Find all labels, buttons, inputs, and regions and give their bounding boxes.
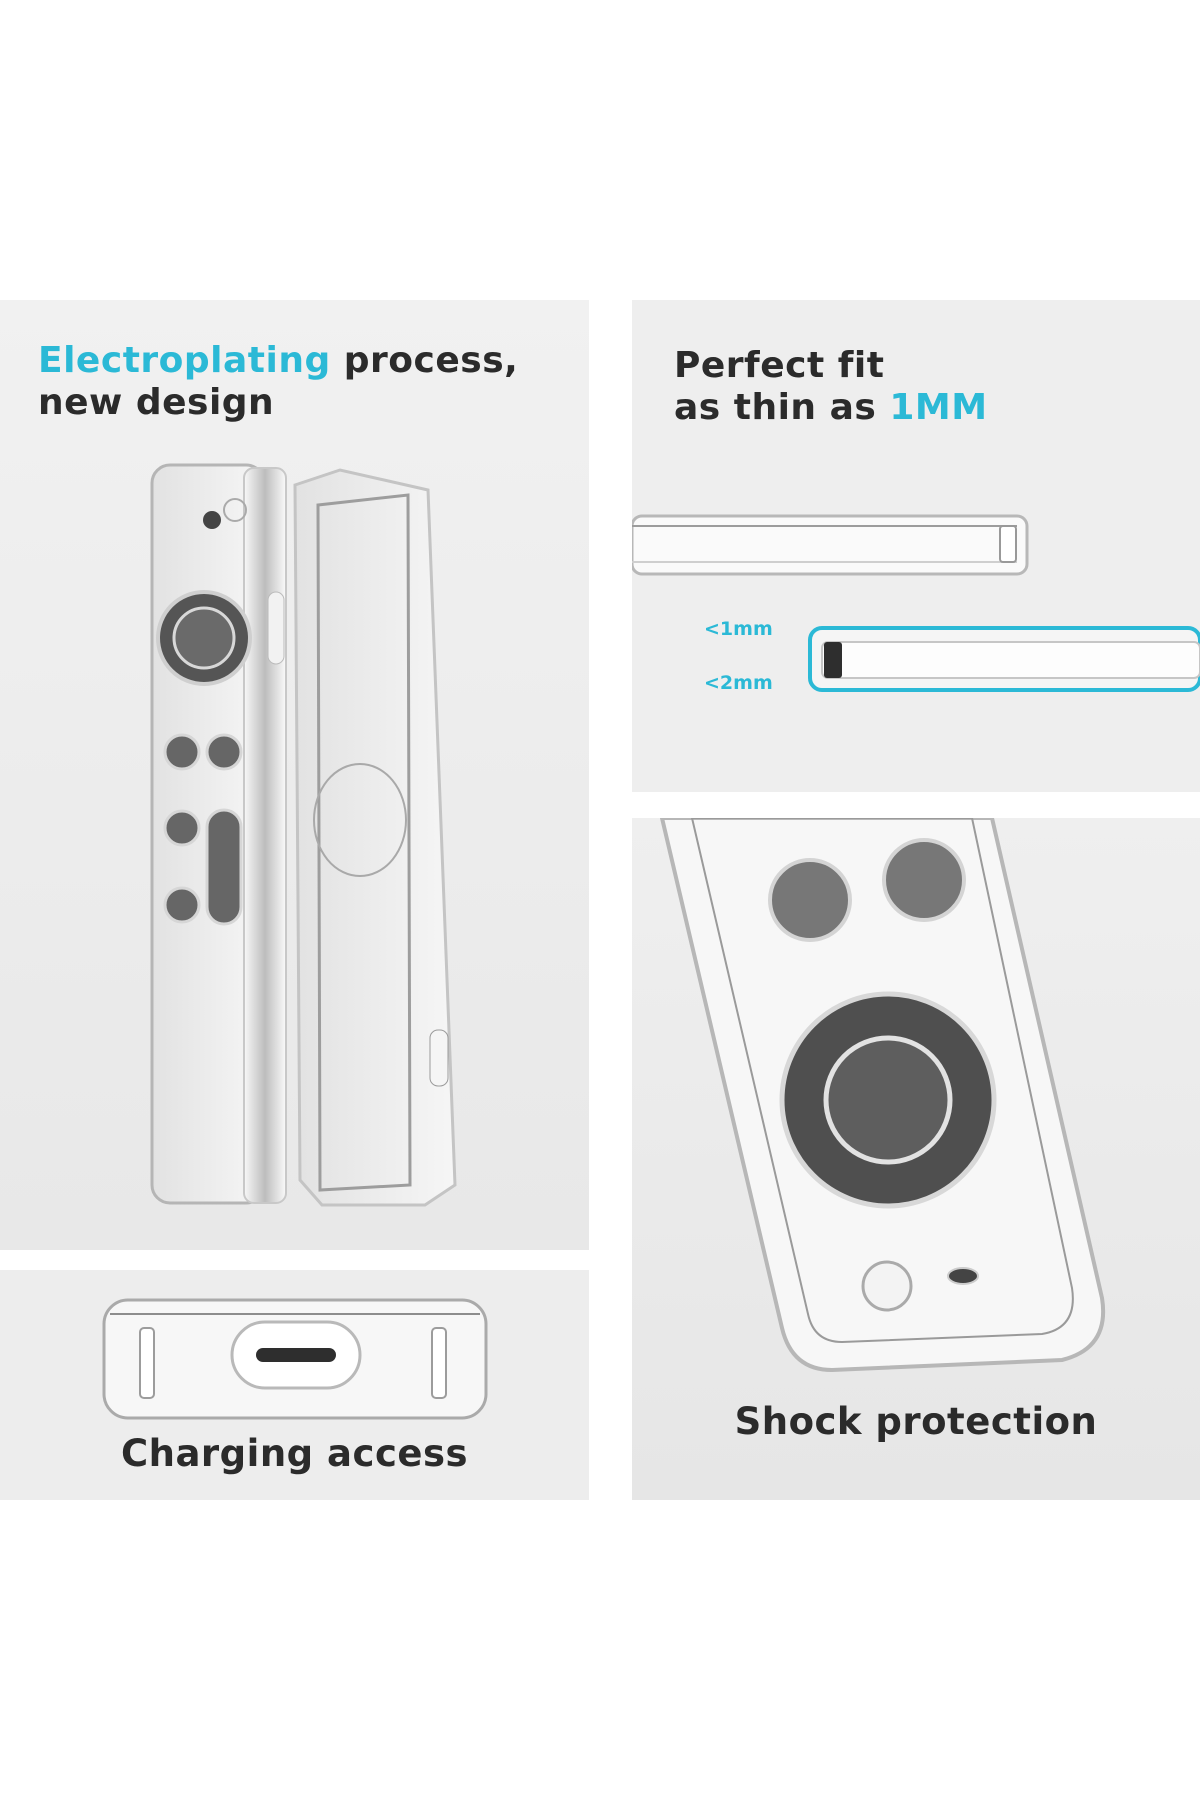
perfect-fit-accent: 1MM (889, 387, 988, 428)
charging-port-illustration (102, 1298, 488, 1420)
electroplating-panel: Electroplating process, new design (0, 300, 589, 1250)
side-button-cutout (267, 591, 285, 665)
remote-cases-illustration (150, 463, 457, 1207)
clickpad-center (823, 1035, 953, 1165)
play-pause-icon (163, 809, 201, 847)
volume-rocker-icon (205, 808, 243, 926)
tv-button-icon (205, 733, 243, 771)
label-under-1mm: <1mm (704, 618, 773, 640)
back-button-icon (882, 838, 966, 922)
shock-caption: Shock protection (734, 1400, 1098, 1443)
case-edge-bottom (808, 626, 1200, 692)
thickness-illustration (632, 514, 1200, 692)
tv-button-icon (768, 858, 852, 942)
mute-icon (163, 886, 201, 924)
electroplating-title-rest: process, (330, 340, 519, 381)
perfect-fit-headline: Perfect fit as thin as 1MM (674, 345, 988, 429)
charging-panel: Charging access (0, 1270, 589, 1500)
clickpad-center (172, 606, 236, 670)
perfect-fit-panel: Perfect fit as thin as 1MM <1mm <2mm (632, 300, 1200, 792)
electroplating-accent-text: Electroplating (38, 340, 331, 381)
back-circle-logo (313, 763, 407, 877)
power-icon (861, 1260, 913, 1312)
microphone-dot (947, 1267, 979, 1285)
remote-closeup (659, 818, 1106, 1373)
perfect-fit-line1: Perfect fit (674, 345, 885, 386)
microphone-dot (203, 511, 221, 529)
side-cutout (429, 1029, 449, 1087)
label-under-2mm: <2mm (704, 672, 773, 694)
electroplating-title-line2: new design (38, 382, 275, 423)
front-remote-case (150, 463, 287, 1205)
shock-panel: Shock protection (632, 818, 1200, 1500)
case-edge-top (632, 514, 1029, 576)
shock-protection-illustration (659, 818, 1106, 1373)
electroplating-headline: Electroplating process, new design (38, 340, 518, 424)
usb-c-port-icon (256, 1348, 336, 1362)
back-remote-case (293, 468, 457, 1207)
charging-caption: Charging access (120, 1432, 469, 1475)
power-icon (223, 498, 247, 522)
perfect-fit-line2-prefix: as thin as (674, 387, 890, 428)
back-button-icon (163, 733, 201, 771)
